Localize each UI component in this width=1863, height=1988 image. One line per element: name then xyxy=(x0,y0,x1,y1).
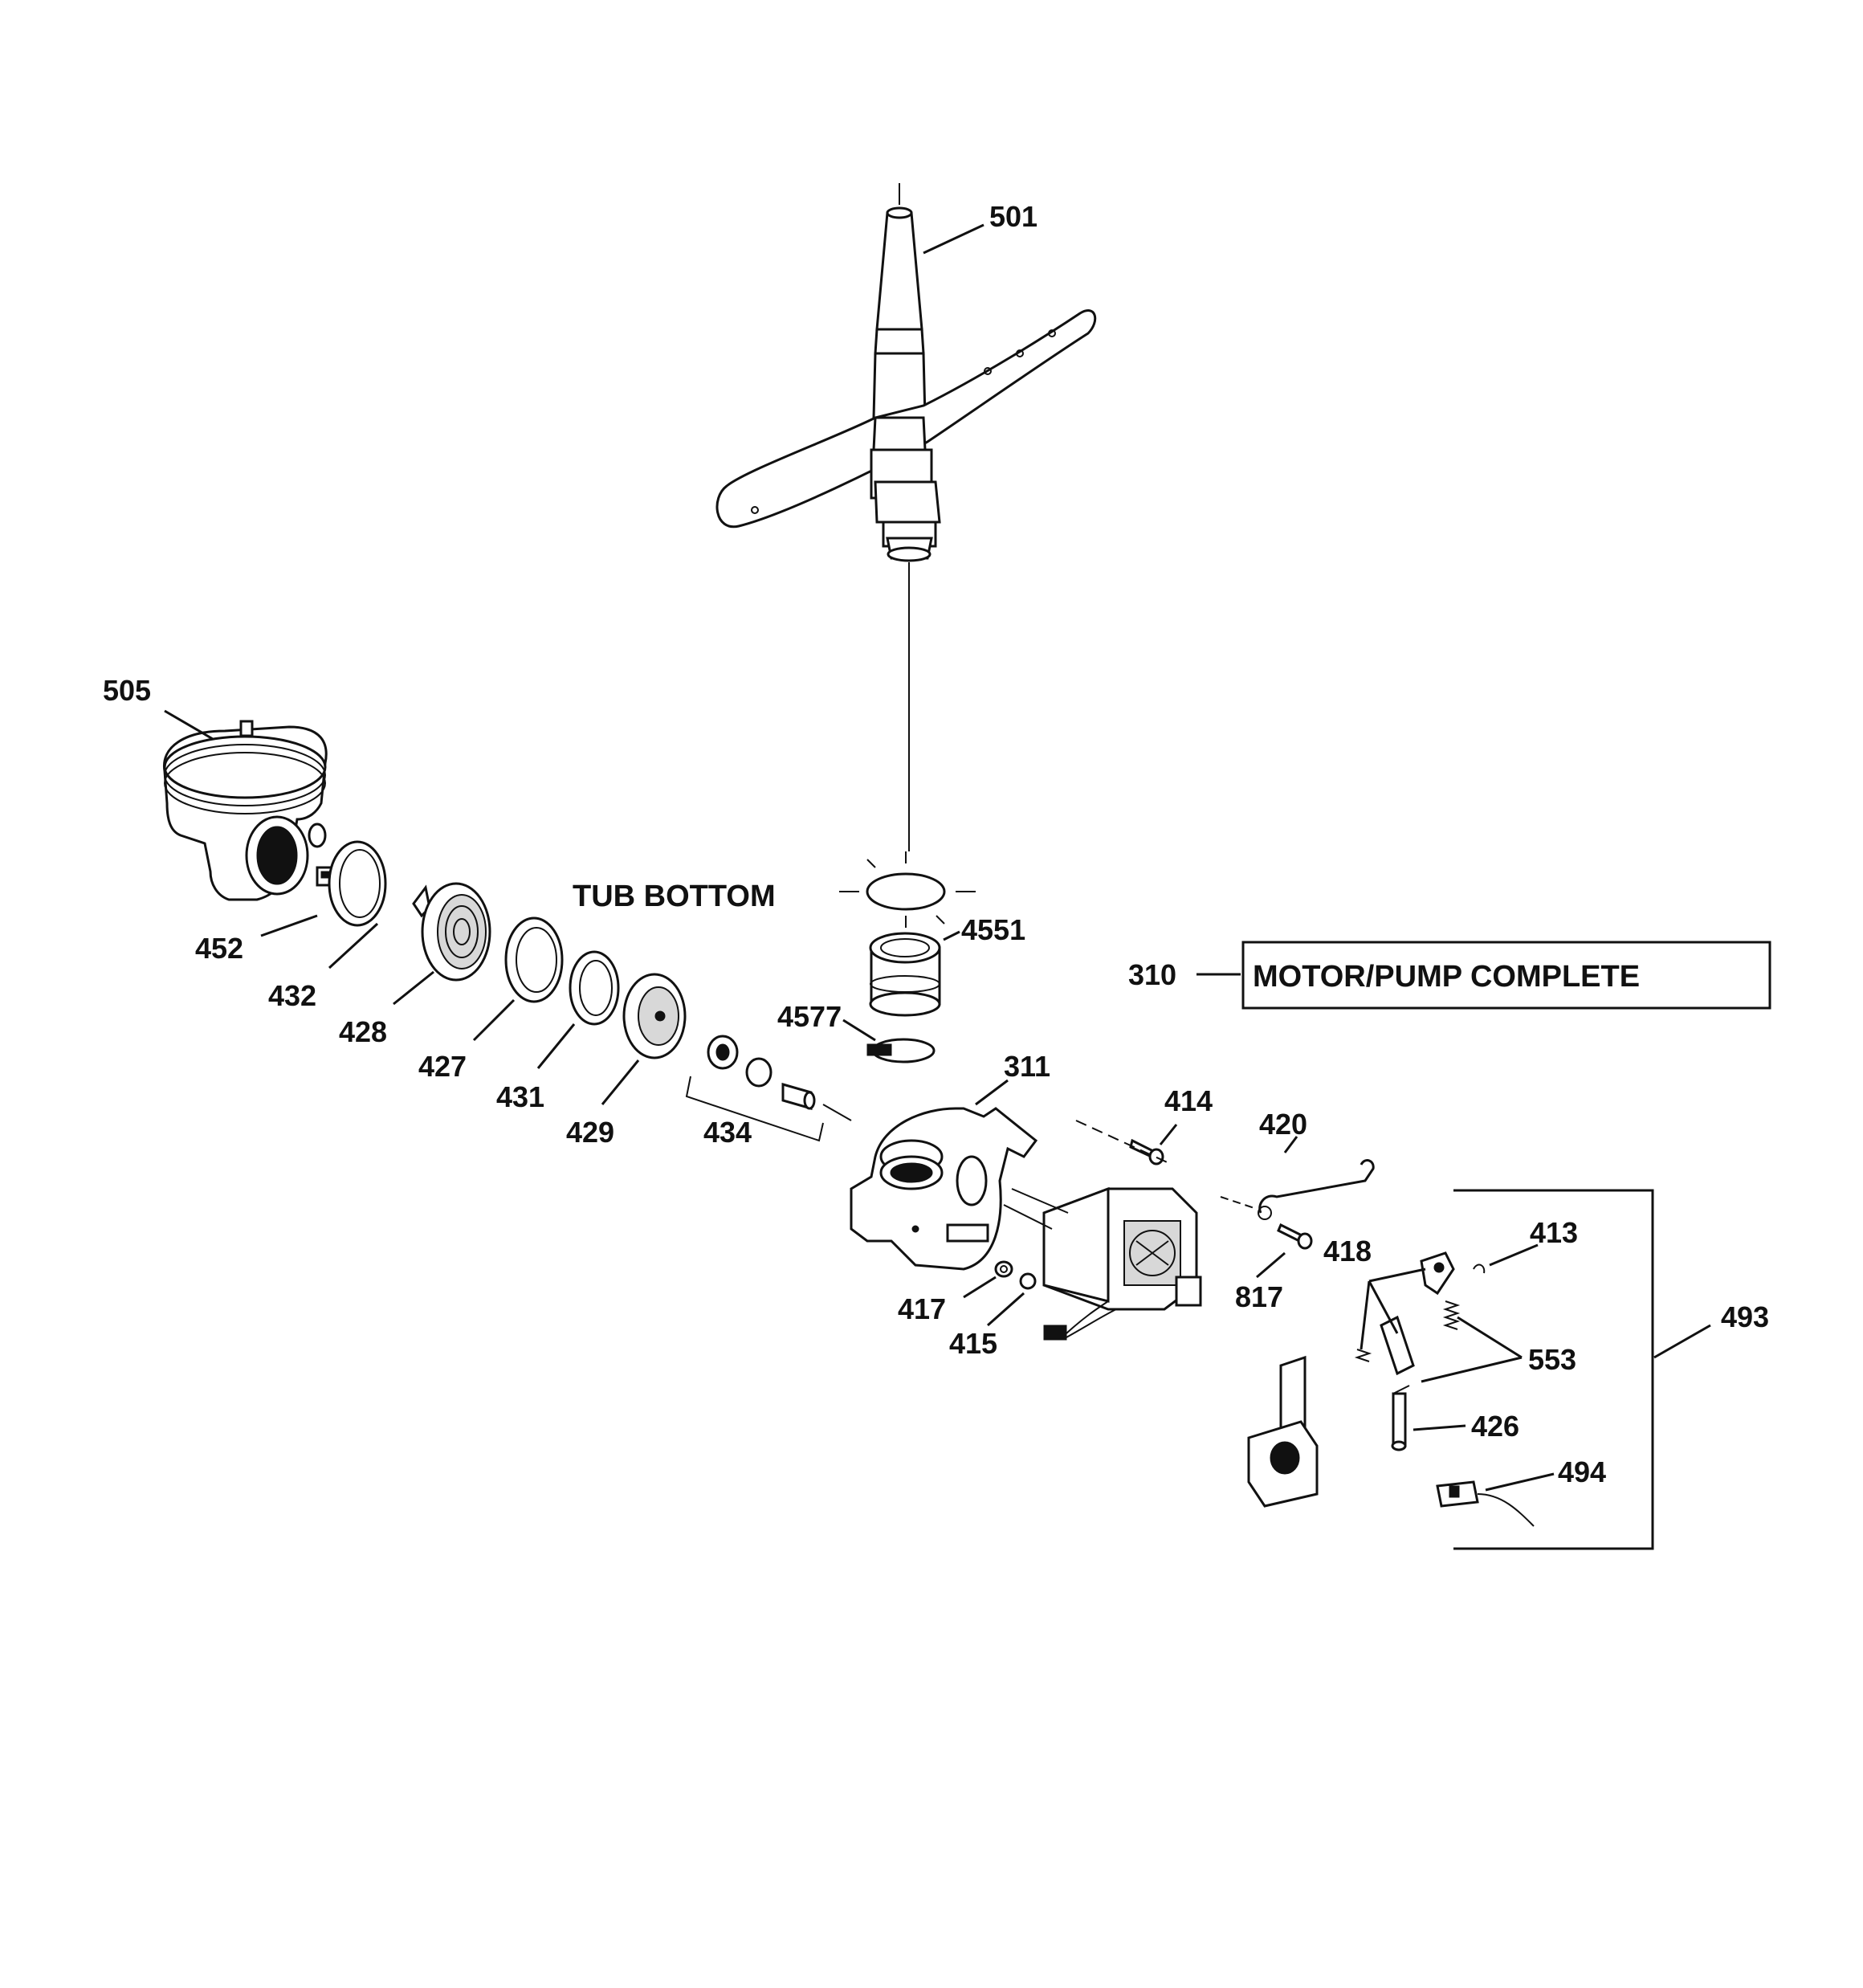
rod-420 xyxy=(1220,1159,1375,1220)
label-505: 505 xyxy=(103,674,151,707)
motor-pump-box xyxy=(1241,941,1771,1010)
label-431: 431 xyxy=(496,1080,544,1113)
motor xyxy=(1003,1186,1202,1341)
tub-bottom-gasket xyxy=(839,851,976,928)
label-817: 817 xyxy=(1235,1280,1283,1313)
seal-boot-4551 xyxy=(869,932,941,1017)
label-452: 452 xyxy=(195,932,243,965)
label-434: 434 xyxy=(703,1116,752,1149)
label-426: 426 xyxy=(1471,1410,1519,1443)
label-493: 493 xyxy=(1721,1300,1769,1333)
ring-431 xyxy=(569,950,620,1026)
labels: 501 505 452 432 428 427 431 429 434 TUB … xyxy=(103,200,1769,1488)
impeller-429 xyxy=(622,973,687,1059)
label-motor-pump-complete: MOTOR/PUMP COMPLETE xyxy=(1253,960,1640,994)
label-429: 429 xyxy=(566,1116,614,1149)
label-417: 417 xyxy=(898,1292,946,1325)
screw-817 xyxy=(1277,1223,1313,1250)
label-501: 501 xyxy=(989,200,1037,233)
label-553: 553 xyxy=(1528,1343,1576,1376)
ring-432 xyxy=(328,840,387,927)
leader-lines xyxy=(164,223,1711,1550)
chopper-428 xyxy=(421,882,491,982)
label-418: 418 xyxy=(1323,1235,1372,1268)
label-428: 428 xyxy=(339,1015,387,1048)
assembly-493-parts xyxy=(1247,1251,1535,1527)
label-420: 420 xyxy=(1259,1108,1307,1141)
sump-housing-505 xyxy=(162,720,328,901)
label-414: 414 xyxy=(1164,1084,1213,1117)
label-310: 310 xyxy=(1128,958,1176,991)
seal-kit-434 xyxy=(685,1035,852,1142)
washer-417 xyxy=(994,1260,1013,1278)
label-tub-bottom: TUB BOTTOM xyxy=(573,880,776,913)
label-427: 427 xyxy=(418,1050,467,1083)
clamp-4577 xyxy=(866,1038,936,1063)
pump-housing-311 xyxy=(850,1107,1038,1271)
label-4551: 4551 xyxy=(961,913,1025,946)
spray-arm-501 xyxy=(715,183,1097,851)
label-494: 494 xyxy=(1558,1455,1606,1488)
label-4577: 4577 xyxy=(777,1000,842,1033)
label-311: 311 xyxy=(1004,1050,1050,1083)
screw-414 xyxy=(1075,1120,1173,1165)
label-432: 432 xyxy=(268,979,316,1012)
nut-415 xyxy=(1019,1272,1037,1290)
label-415: 415 xyxy=(949,1327,997,1360)
ring-427 xyxy=(504,916,564,1003)
label-413: 413 xyxy=(1530,1216,1578,1249)
